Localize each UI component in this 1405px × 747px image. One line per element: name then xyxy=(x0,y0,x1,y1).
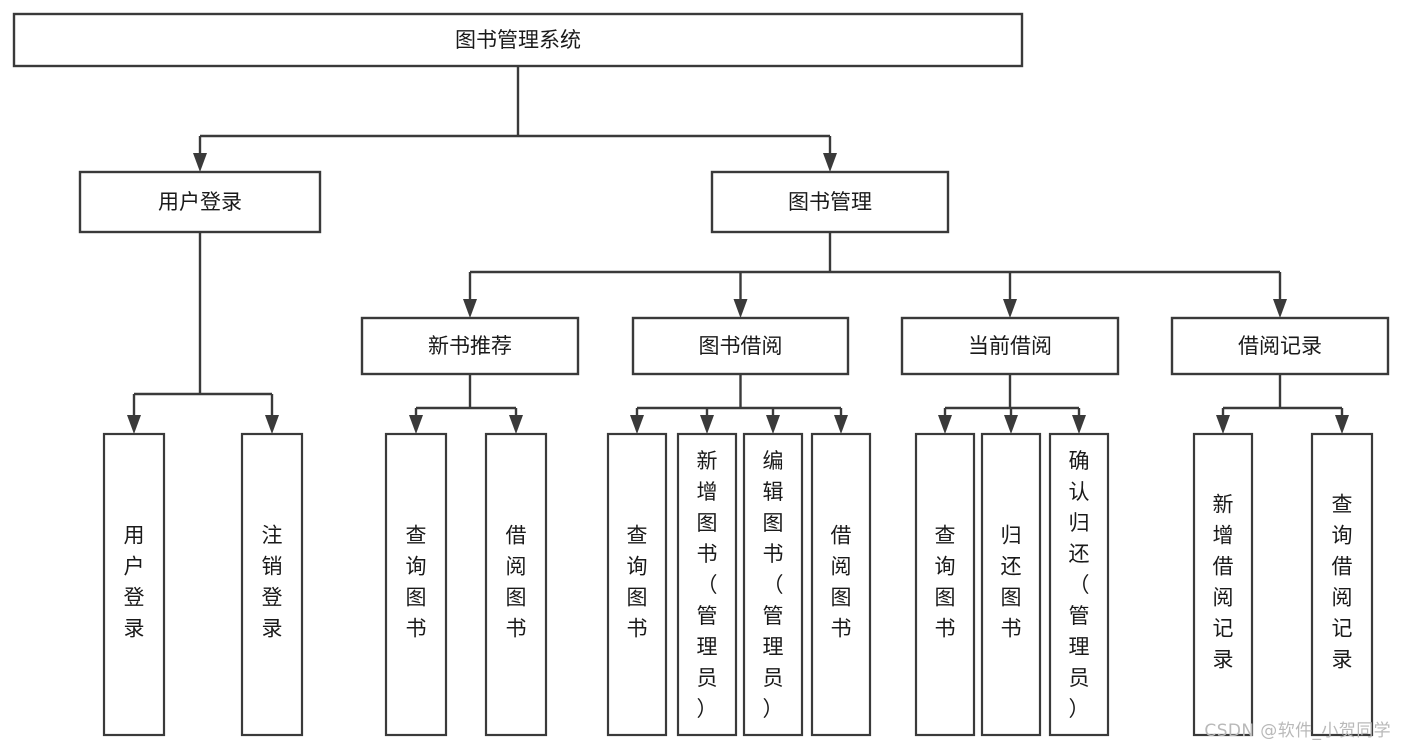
arrow-head-icon xyxy=(1003,299,1017,318)
node-leaf-7-label: 编辑图书（管理员） xyxy=(763,449,784,721)
node-leaf-9[interactable]: 查询图书 xyxy=(914,432,976,737)
node-leaf-3-box xyxy=(384,432,448,737)
node-leaf-6-box xyxy=(676,432,738,737)
node-leaf-2[interactable]: 注销登录 xyxy=(240,432,304,737)
node-level3-1-box xyxy=(360,316,580,376)
node-level2-2-box xyxy=(710,170,950,234)
node-leaf-2-label: 注销登录 xyxy=(262,524,283,641)
node-level3-2-label: 图书借阅 xyxy=(699,334,783,358)
arrow-head-icon xyxy=(834,415,848,434)
csdn-watermark: CSDN @软件_小贺同学 xyxy=(1204,721,1391,741)
node-level2-1[interactable]: 用户登录 xyxy=(78,170,322,234)
node-leaf-11[interactable]: 确认归还（管理员） xyxy=(1048,432,1110,737)
arrow-head-icon xyxy=(1216,415,1230,434)
node-level2-2-label: 图书管理 xyxy=(788,190,872,214)
node-leaf-7[interactable]: 编辑图书（管理员） xyxy=(742,432,804,737)
node-leaf-4-box xyxy=(484,432,548,737)
node-leaf-5-box xyxy=(606,432,668,737)
node-leaf-10-box xyxy=(980,432,1042,737)
node-leaf-12[interactable]: 新增借阅记录 xyxy=(1192,432,1254,737)
node-leaf-13-box xyxy=(1310,432,1374,737)
node-level3-1-label: 新书推荐 xyxy=(428,334,512,358)
arrow-head-icon xyxy=(1072,415,1086,434)
arrow-head-icon xyxy=(509,415,523,434)
node-leaf-6-label: 新增图书（管理员） xyxy=(697,449,718,721)
node-leaf-11-label: 确认归还（管理员） xyxy=(1069,449,1090,721)
arrow-head-icon xyxy=(823,153,837,172)
node-leaf-3-label: 查询图书 xyxy=(406,524,427,641)
arrow-head-icon xyxy=(700,415,714,434)
node-leaf-7-box xyxy=(742,432,804,737)
node-leaf-1-box xyxy=(102,432,166,737)
arrow-head-icon xyxy=(127,415,141,434)
arrow-head-icon xyxy=(1004,415,1018,434)
node-leaf-12-box xyxy=(1192,432,1254,737)
node-leaf-8-box xyxy=(810,432,872,737)
node-level3-4-label: 借阅记录 xyxy=(1238,334,1322,358)
node-level3-1[interactable]: 新书推荐 xyxy=(360,316,580,376)
node-level3-3-box xyxy=(900,316,1120,376)
node-leaf-8[interactable]: 借阅图书 xyxy=(810,432,872,737)
arrow-head-icon xyxy=(938,415,952,434)
node-level3-2-box xyxy=(631,316,850,376)
node-leaf-5-label: 查询图书 xyxy=(627,524,648,641)
node-root-system-box xyxy=(12,12,1024,68)
node-leaf-8-label: 借阅图书 xyxy=(831,524,852,641)
node-level2-1-label: 用户登录 xyxy=(158,190,242,214)
node-leaf-10-label: 归还图书 xyxy=(1001,524,1022,641)
node-boxes: 图书管理系统用户登录图书管理新书推荐图书借阅当前借阅借阅记录用户登录注销登录查询… xyxy=(12,12,1390,737)
node-leaf-6[interactable]: 新增图书（管理员） xyxy=(676,432,738,737)
node-leaf-11-box xyxy=(1048,432,1110,737)
node-level3-2[interactable]: 图书借阅 xyxy=(631,316,850,376)
node-leaf-9-label: 查询图书 xyxy=(935,524,956,641)
node-leaf-10[interactable]: 归还图书 xyxy=(980,432,1042,737)
node-level2-1-box xyxy=(78,170,322,234)
node-leaf-9-box xyxy=(914,432,976,737)
arrow-head-icon xyxy=(463,299,477,318)
node-leaf-12-label: 新增借阅记录 xyxy=(1213,493,1234,672)
connector-lines xyxy=(127,66,1349,434)
node-leaf-4-label: 借阅图书 xyxy=(506,524,527,641)
arrow-head-icon xyxy=(1273,299,1287,318)
arrow-head-icon xyxy=(766,415,780,434)
node-level3-3-label: 当前借阅 xyxy=(968,334,1052,358)
node-level3-4-box xyxy=(1170,316,1390,376)
node-leaf-13-label: 查询借阅记录 xyxy=(1332,493,1353,672)
node-leaf-1[interactable]: 用户登录 xyxy=(102,432,166,737)
node-leaf-1-label: 用户登录 xyxy=(124,524,145,641)
node-leaf-13[interactable]: 查询借阅记录 xyxy=(1310,432,1374,737)
node-level3-3[interactable]: 当前借阅 xyxy=(900,316,1120,376)
node-leaf-4[interactable]: 借阅图书 xyxy=(484,432,548,737)
node-level3-4[interactable]: 借阅记录 xyxy=(1170,316,1390,376)
arrow-head-icon xyxy=(193,153,207,172)
node-leaf-3[interactable]: 查询图书 xyxy=(384,432,448,737)
node-root-system-label: 图书管理系统 xyxy=(455,28,581,52)
arrow-head-icon xyxy=(409,415,423,434)
arrow-head-icon xyxy=(733,299,748,318)
node-leaf-2-box xyxy=(240,432,304,737)
node-leaf-5[interactable]: 查询图书 xyxy=(606,432,668,737)
arrow-head-icon xyxy=(265,415,279,434)
node-root-system[interactable]: 图书管理系统 xyxy=(12,12,1024,68)
arrow-head-icon xyxy=(1335,415,1349,434)
node-level2-2[interactable]: 图书管理 xyxy=(710,170,950,234)
arrow-head-icon xyxy=(630,415,644,434)
